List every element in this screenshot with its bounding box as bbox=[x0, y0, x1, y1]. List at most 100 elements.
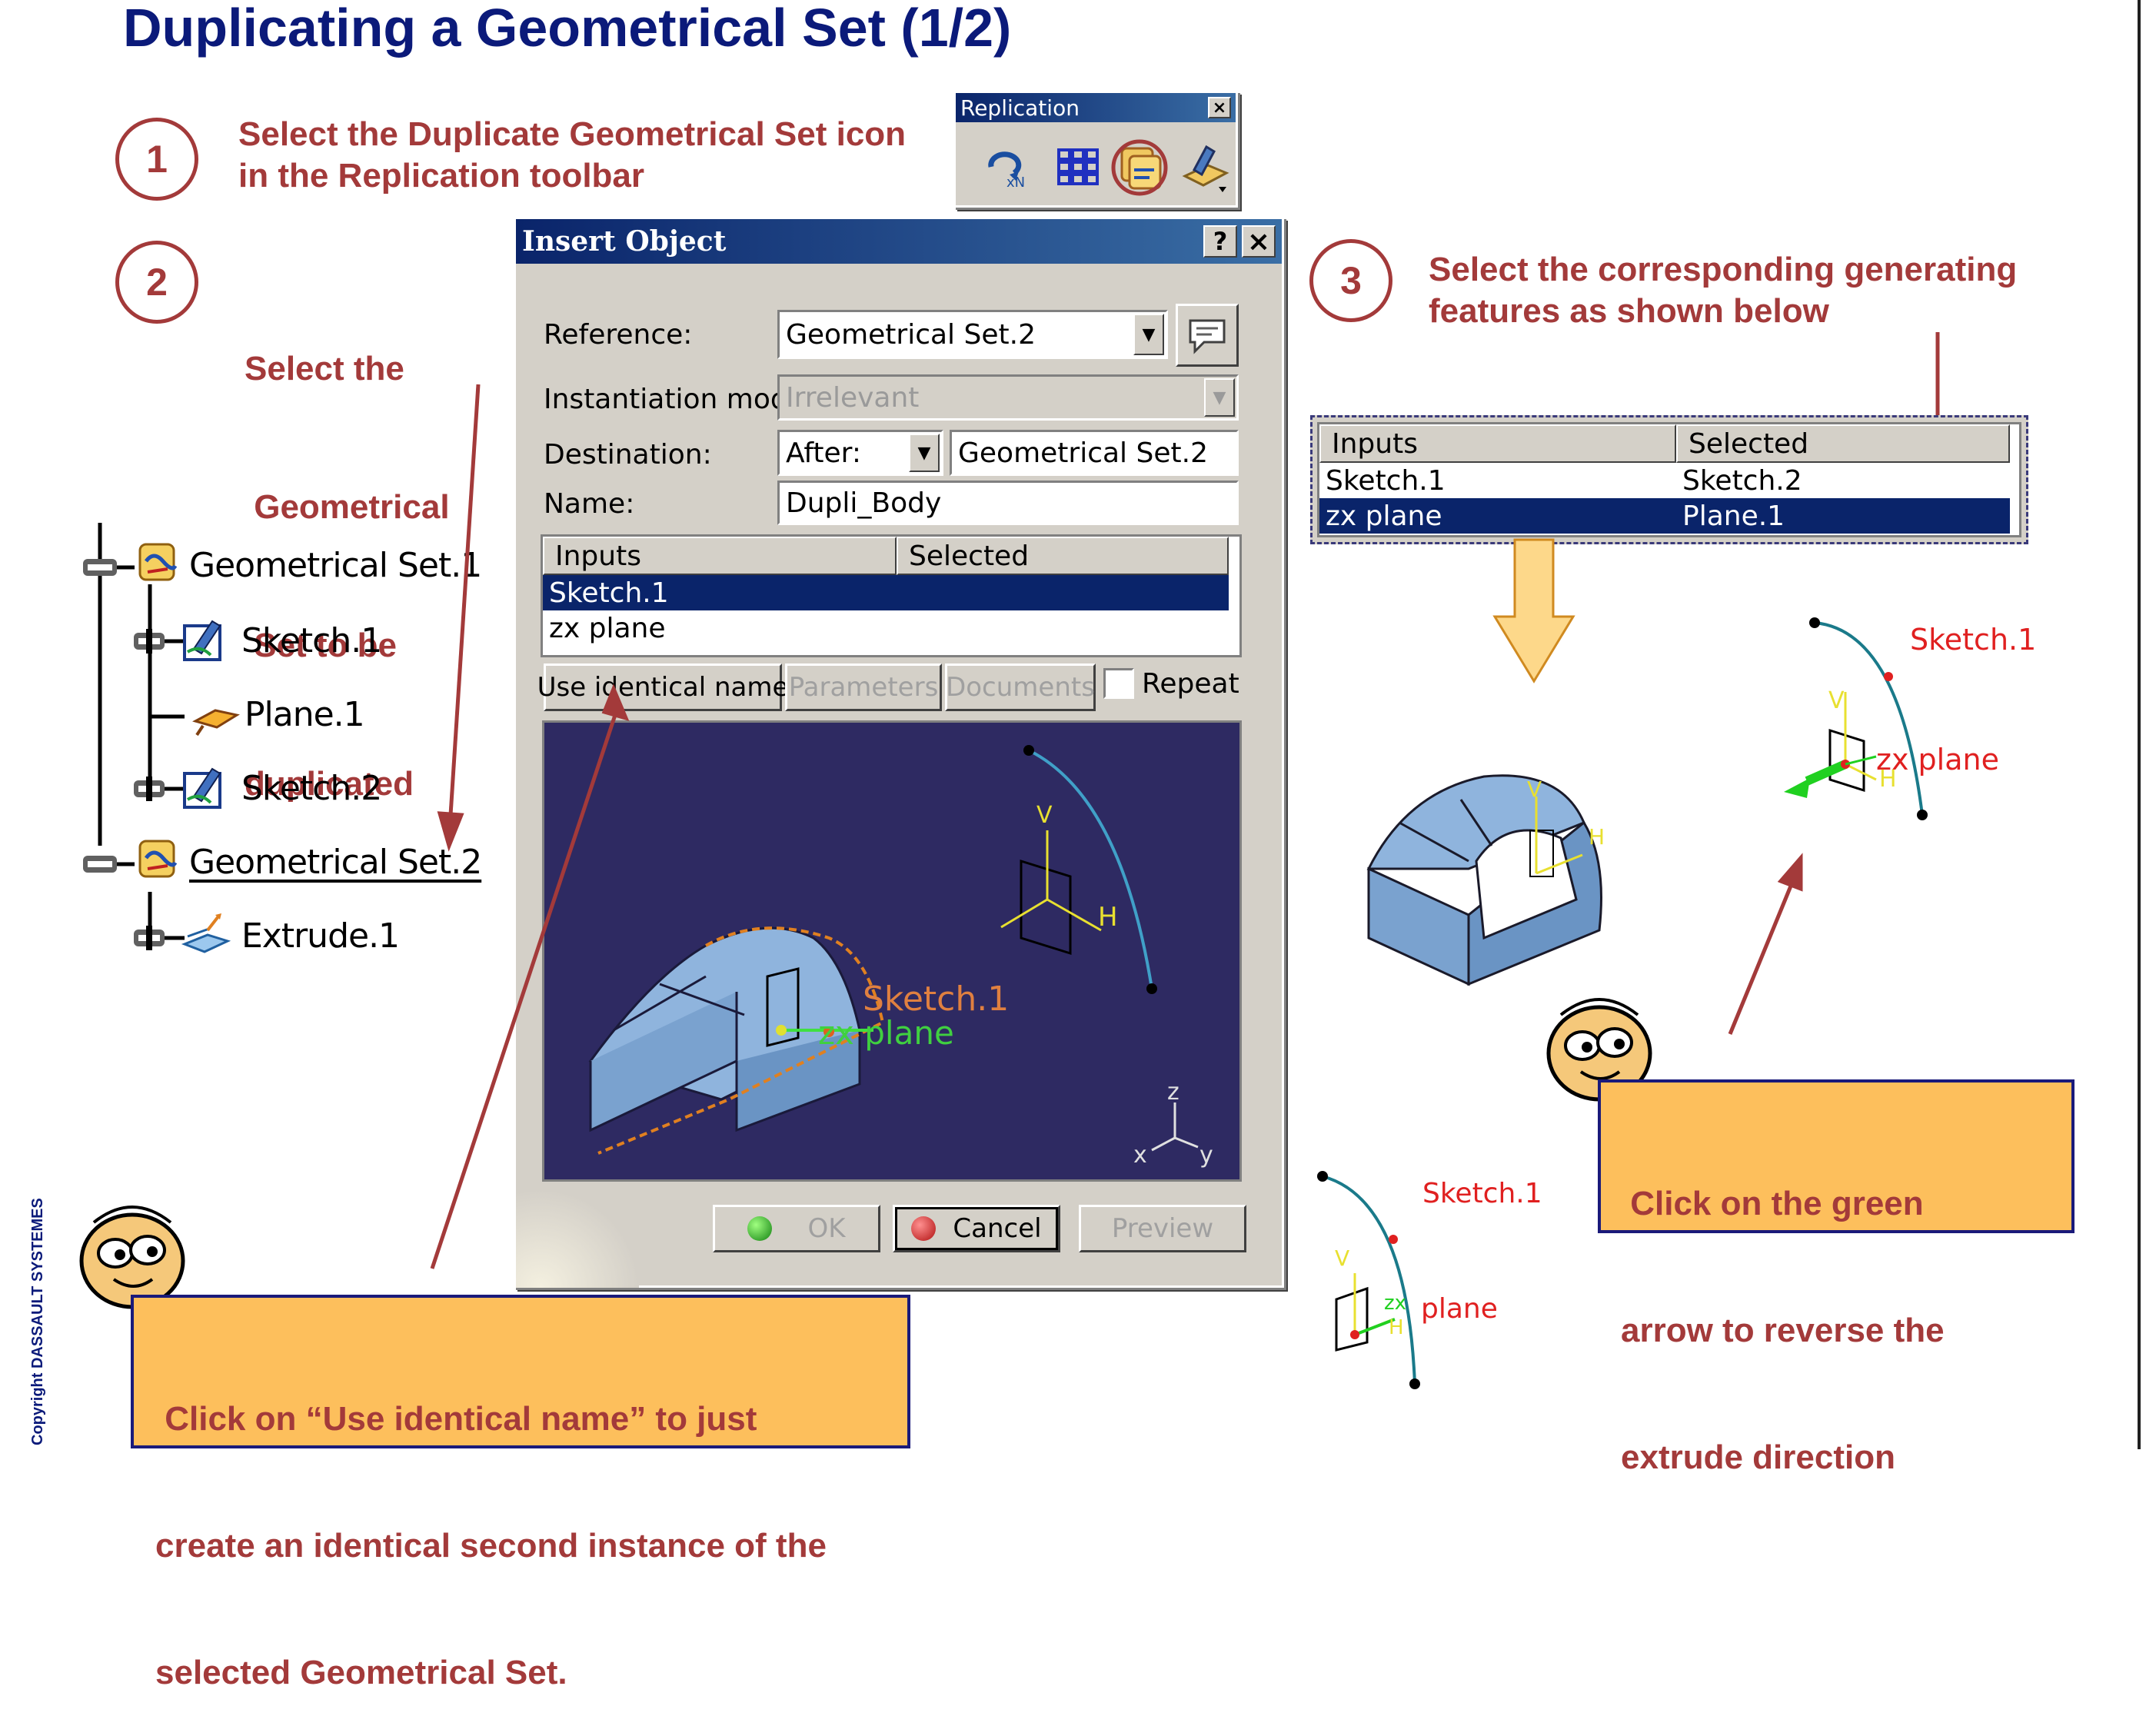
speech-bubble-icon bbox=[1189, 319, 1226, 354]
smiley-icon bbox=[1546, 998, 1652, 1102]
arrow-head bbox=[1777, 853, 1803, 892]
step-3-badge: 3 bbox=[1309, 239, 1392, 322]
cancel-status-icon bbox=[911, 1216, 937, 1241]
table-row[interactable]: zx plane bbox=[543, 610, 1229, 646]
insert-object-dialog: Insert Object ? × Reference: Geometrical… bbox=[514, 217, 1284, 1288]
bottom-plane-label: plane bbox=[1421, 1293, 1498, 1325]
h-axis-label: H bbox=[1098, 902, 1118, 933]
specification-tree: Geometrical Set.1 Sketch.1 Plane.1 Sketc… bbox=[77, 523, 507, 984]
column-header-inputs[interactable]: Inputs bbox=[1319, 424, 1676, 463]
input-cell: zx plane bbox=[549, 612, 666, 644]
close-button[interactable]: × bbox=[1242, 225, 1276, 258]
selected-cell: Sketch.2 bbox=[1682, 464, 1802, 497]
bottom-h-label: H bbox=[1389, 1316, 1404, 1339]
column-header-selected[interactable]: Selected bbox=[897, 537, 1229, 575]
instantiation-mode-select: Irrelevant ▼ bbox=[777, 374, 1239, 421]
svg-text:xN: xN bbox=[1006, 175, 1025, 190]
repeat-checkbox[interactable] bbox=[1103, 668, 1134, 699]
geometrical-set-icon bbox=[138, 543, 178, 581]
instantiation-mode-value: Irrelevant bbox=[786, 381, 920, 414]
help-button[interactable]: ? bbox=[1203, 225, 1237, 258]
extruded-part bbox=[1366, 774, 1602, 986]
right-v-label: V bbox=[1828, 687, 1845, 714]
page-border bbox=[2138, 0, 2141, 1449]
column-header-selected[interactable]: Selected bbox=[1676, 424, 2010, 463]
dialog-titlebar: Insert Object ? × bbox=[516, 219, 1282, 264]
rotate-replication-icon[interactable]: xN bbox=[983, 144, 1037, 190]
ok-button: OK bbox=[713, 1205, 880, 1252]
sketch-icon bbox=[183, 620, 221, 661]
toolbar-title: Replication bbox=[960, 95, 1080, 121]
preview-button: Preview bbox=[1079, 1205, 1246, 1252]
step-1-badge: 1 bbox=[115, 118, 198, 201]
column-header-inputs[interactable]: Inputs bbox=[543, 537, 897, 575]
identical-name-callout: Click on “Use identical name” to just cr… bbox=[131, 1295, 910, 1691]
step-line: in the Replication toolbar bbox=[238, 157, 645, 195]
selected-cell: Plane.1 bbox=[1682, 500, 1785, 532]
table-row[interactable]: Sketch.1 bbox=[543, 575, 1229, 610]
use-identical-name-button[interactable]: Use identical name bbox=[537, 663, 788, 711]
toolbar-close-button[interactable]: × bbox=[1208, 97, 1231, 118]
chevron-down-icon[interactable]: ▼ bbox=[1133, 314, 1164, 355]
callout-line: Click on “Use identical name” to just bbox=[155, 1400, 757, 1438]
callout-line: create an identical second instance of t… bbox=[155, 1527, 827, 1565]
table-row[interactable]: zx plane Plane.1 bbox=[1319, 498, 2010, 534]
tree-item-extrude-1[interactable]: Extrude.1 bbox=[180, 909, 400, 963]
tree-item-geometrical-set-2[interactable]: Geometrical Set.2 bbox=[132, 835, 482, 889]
tree-item-plane-1[interactable]: Plane.1 bbox=[192, 690, 365, 738]
reference-value: Geometrical Set.2 bbox=[786, 318, 1036, 351]
step-line: Set to be bbox=[245, 627, 398, 664]
green-arrow-callout: Click on the green arrow to reverse the … bbox=[1598, 1079, 2074, 1476]
sketch-label-3d: Sketch.1 bbox=[863, 979, 1009, 1019]
step-number: 2 bbox=[146, 261, 168, 304]
bottom-v-label: V bbox=[1335, 1245, 1350, 1271]
step-1-text: Select the Duplicate Geometrical Set ico… bbox=[238, 114, 906, 197]
duplicate-geometrical-set-icon[interactable] bbox=[1110, 139, 1169, 196]
copyright-notice: Copyright DASSAULT SYSTEMES bbox=[29, 1198, 46, 1445]
extrude-icon bbox=[181, 913, 231, 953]
page-title: Duplicating a Geometrical Set (1/2) bbox=[123, 0, 1012, 58]
reference-select[interactable]: Geometrical Set.2 ▼ bbox=[777, 310, 1168, 359]
name-label: Name: bbox=[544, 488, 635, 520]
replication-toolbar: Replication × xN bbox=[953, 91, 1238, 208]
cancel-button[interactable]: Cancel bbox=[893, 1205, 1060, 1252]
destination-field[interactable]: Geometrical Set.2 bbox=[950, 430, 1239, 476]
tree-lines bbox=[83, 523, 185, 950]
smiley-icon bbox=[79, 1206, 185, 1309]
repeat-label: Repeat bbox=[1142, 668, 1239, 700]
chevron-down-icon[interactable]: ▼ bbox=[909, 434, 940, 472]
toolbar-icons: xN bbox=[956, 122, 1236, 205]
tree-item-geometrical-set-1[interactable]: Geometrical Set.1 bbox=[132, 538, 482, 592]
tree-item-label: Plane.1 bbox=[245, 694, 365, 734]
parameters-button: Parameters bbox=[785, 663, 942, 711]
name-value: Dupli_Body bbox=[786, 487, 942, 519]
save-in-catalog-icon[interactable] bbox=[1179, 142, 1233, 196]
rectangular-pattern-icon[interactable] bbox=[1054, 145, 1100, 188]
name-input[interactable]: Dupli_Body bbox=[777, 481, 1239, 525]
tree-item-sketch-2[interactable]: Sketch.2 bbox=[180, 761, 382, 815]
input-cell: Sketch.1 bbox=[549, 577, 669, 609]
plane-label-3d: zx plane bbox=[818, 1014, 954, 1052]
result-arrow-icon bbox=[1492, 538, 1575, 683]
input-cell: zx plane bbox=[1326, 500, 1442, 532]
instantiation-mode-label: Instantiation mode: bbox=[544, 384, 814, 415]
comment-bubble-button[interactable] bbox=[1176, 304, 1239, 367]
destination-position-value: After: bbox=[786, 437, 861, 469]
destination-position-select[interactable]: After: ▼ bbox=[777, 430, 943, 476]
inputs-table: Inputs Selected Sketch.1 zx plane bbox=[541, 534, 1242, 657]
tree-item-sketch-1[interactable]: Sketch.1 bbox=[180, 614, 382, 667]
bottom-geometry bbox=[1317, 1171, 1420, 1389]
bottom-sketch-label: Sketch.1 bbox=[1422, 1178, 1542, 1209]
preview-viewer[interactable]: V H Sketch.1 zx plane z x y bbox=[542, 720, 1242, 1182]
dialog-footer-decoration bbox=[516, 1188, 639, 1288]
step-line: Select the Duplicate Geometrical Set ico… bbox=[238, 115, 907, 153]
z-axis-label: z bbox=[1167, 1079, 1179, 1106]
arrow-head bbox=[437, 811, 464, 852]
callout-line: arrow to reverse the bbox=[1621, 1312, 1945, 1349]
callout-line: selected Geometrical Set. bbox=[155, 1654, 567, 1691]
right-plane-label: zx plane bbox=[1876, 743, 1999, 777]
table-row[interactable]: Sketch.1 Sketch.2 bbox=[1319, 463, 2010, 498]
plane-icon bbox=[192, 709, 240, 737]
ok-status-icon bbox=[747, 1216, 773, 1241]
v-axis-label: V bbox=[1036, 802, 1053, 829]
